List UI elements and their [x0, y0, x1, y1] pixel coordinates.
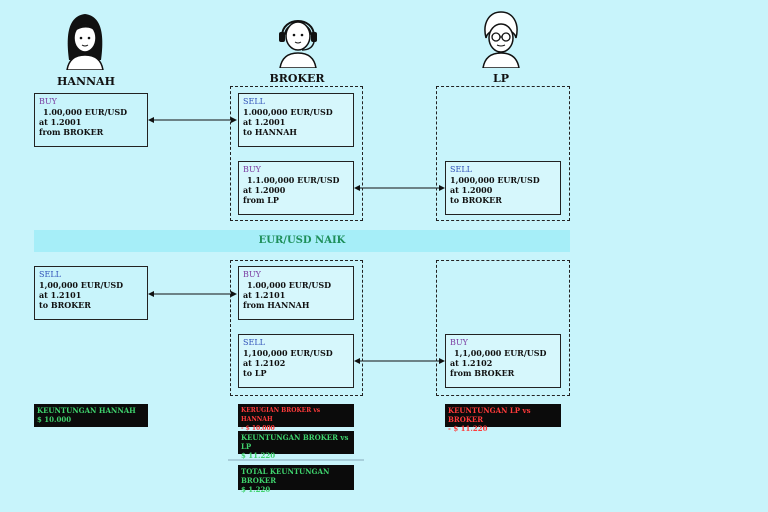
trade-side: BUY — [450, 338, 468, 347]
hannah-trade-phase1: BUY 1.00,000 EUR/USD at 1.2001 from BROK… — [34, 93, 148, 147]
broker-avatar — [274, 8, 322, 72]
trade-amount: 1.1.00,000 EUR/USD — [247, 175, 340, 185]
lp-container-phase2 — [436, 260, 570, 396]
result-label: KERUGIAN BROKER vs HANNAH — [241, 407, 321, 423]
trade-rate: at 1.2000 — [243, 185, 286, 195]
actor-name-hannah: HANNAH — [57, 75, 115, 88]
trade-amount: 1,1,00,000 EUR/USD — [454, 348, 547, 358]
trade-side: SELL — [39, 270, 61, 279]
trade-side: BUY — [39, 97, 57, 106]
trade-party: from BROKER — [39, 127, 104, 137]
trade-amount: 1,100,000 EUR/USD — [243, 348, 333, 358]
result-label: KEUNTUNGAN LP vs BROKER — [448, 406, 531, 424]
actor-name-lp: LP — [492, 72, 509, 85]
trade-side: SELL — [450, 165, 472, 174]
result-value: - $ 10.000 — [241, 425, 275, 432]
woman-avatar-icon — [66, 14, 104, 71]
trade-amount: 1,000,000 EUR/USD — [450, 175, 540, 185]
trade-rate: at 1.2001 — [243, 117, 286, 127]
result-label: TOTAL KEUNTUNGAN BROKER — [241, 467, 330, 485]
result-label: KEUNTUNGAN BROKER vs LP — [241, 433, 349, 451]
trade-party: from BROKER — [450, 368, 515, 378]
headset-agent-icon — [279, 20, 317, 69]
trade-party: from HANNAH — [243, 300, 310, 310]
broker-buy-phase1: BUY 1.1.00,000 EUR/USD at 1.2000 from LP — [238, 161, 354, 215]
lp-buy-phase2: BUY 1,1,00,000 EUR/USD at 1.2102 from BR… — [445, 334, 561, 388]
trade-side: SELL — [243, 338, 265, 347]
lp-avatar — [478, 8, 524, 72]
hannah-avatar — [63, 8, 107, 74]
trade-amount: 1.00,000 EUR/USD — [43, 107, 128, 117]
trade-rate: at 1.2102 — [450, 358, 493, 368]
result-label: KEUNTUNGAN HANNAH — [37, 406, 136, 415]
trade-amount: 1.000,000 EUR/USD — [243, 107, 333, 117]
broker-container-phase2 — [230, 260, 363, 396]
trade-amount: 1,00,000 EUR/USD — [39, 280, 124, 290]
broker-loss-result: KERUGIAN BROKER vs HANNAH - $ 10.000 — [238, 404, 354, 432]
result-value: $ 1.220 — [241, 485, 271, 494]
trade-party: to BROKER — [450, 195, 502, 205]
result-value: - $ 11.220 — [448, 424, 488, 433]
trade-party: from LP — [243, 195, 279, 205]
trade-rate: at 1.2101 — [243, 290, 286, 300]
result-value: $ 11.220 — [241, 451, 276, 460]
hannah-profit-result: KEUNTUNGAN HANNAH $ 10.000 — [34, 404, 148, 427]
trade-party: to LP — [243, 368, 267, 378]
broker-buy-phase2: BUY 1.00,000 EUR/USD at 1.2101 from HANN… — [238, 266, 354, 320]
trade-amount: 1.00,000 EUR/USD — [247, 280, 332, 290]
broker-total-result: TOTAL KEUNTUNGAN BROKER $ 1.220 — [238, 465, 354, 494]
trade-rate: at 1.2000 — [450, 185, 493, 195]
broker-profit-lp-result: KEUNTUNGAN BROKER vs LP $ 11.220 — [238, 431, 354, 460]
result-value: $ 10.000 — [37, 415, 72, 424]
man-glasses-avatar-icon — [482, 11, 520, 69]
actor-name-broker: BROKER — [269, 72, 325, 85]
broker-sell-phase2: SELL 1,100,000 EUR/USD at 1.2102 to LP — [238, 334, 354, 388]
market-move-banner: EUR/USD NAIK — [34, 230, 570, 252]
broker-container-phase1 — [230, 86, 363, 221]
lp-sell-phase1: SELL 1,000,000 EUR/USD at 1.2000 to BROK… — [445, 161, 561, 215]
trade-rate: at 1.2001 — [39, 117, 82, 127]
trade-side: BUY — [243, 165, 261, 174]
lp-container-phase1 — [436, 86, 570, 221]
trade-rate: at 1.2101 — [39, 290, 82, 300]
lp-result: KEUNTUNGAN LP vs BROKER - $ 11.220 — [445, 404, 561, 433]
broker-sell-phase1: SELL 1.000,000 EUR/USD at 1.2001 to HANN… — [238, 93, 354, 147]
trade-side: SELL — [243, 97, 265, 106]
trade-side: BUY — [243, 270, 261, 279]
trade-rate: at 1.2102 — [243, 358, 286, 368]
trade-party: to HANNAH — [243, 127, 297, 137]
hannah-trade-phase2: SELL 1,00,000 EUR/USD at 1.2101 to BROKE… — [34, 266, 148, 320]
trade-party: to BROKER — [39, 300, 91, 310]
